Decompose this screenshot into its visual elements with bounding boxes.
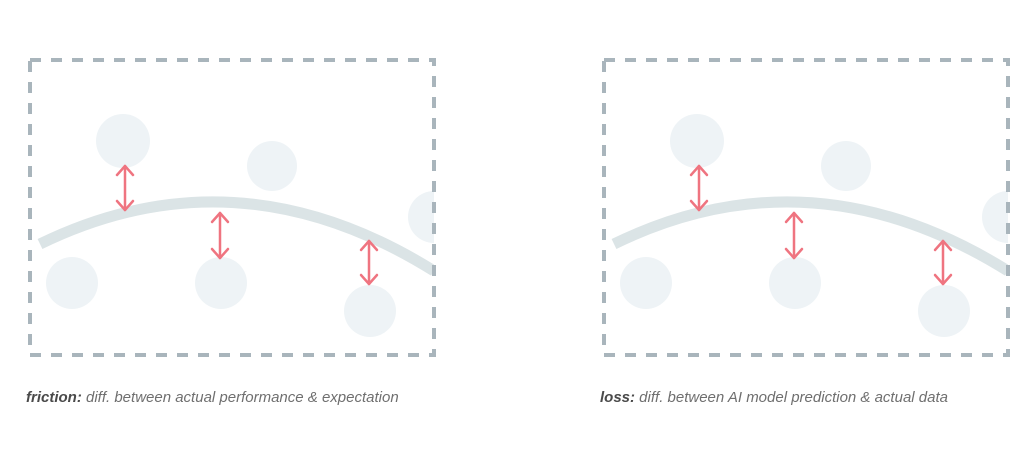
data-point	[982, 191, 1008, 243]
data-point	[344, 285, 396, 337]
data-point	[821, 141, 871, 191]
caption-text: diff. between AI model prediction & actu…	[635, 389, 948, 406]
loss-diagram: loss: diff. between AI model prediction …	[574, 0, 1024, 460]
data-point	[620, 257, 672, 309]
data-point	[918, 285, 970, 337]
gap-arrow	[359, 239, 379, 286]
data-point	[247, 141, 297, 191]
friction-illustration	[28, 58, 436, 357]
data-point	[408, 191, 434, 243]
gap-arrow	[115, 164, 135, 212]
loss-caption: loss: diff. between AI model prediction …	[600, 384, 1000, 411]
model-curve	[37, 196, 434, 276]
friction-diagram: friction: diff. between actual performan…	[0, 0, 460, 460]
data-point	[195, 257, 247, 309]
caption-term: friction:	[26, 389, 82, 406]
data-point	[670, 114, 724, 168]
data-point	[46, 257, 98, 309]
data-point	[96, 114, 150, 168]
dashed-frame	[28, 58, 436, 357]
gap-arrow	[933, 239, 953, 286]
gap-arrow	[689, 164, 709, 212]
caption-term: loss:	[600, 389, 636, 406]
gap-arrow	[210, 211, 230, 260]
gap-arrow	[784, 211, 804, 260]
loss-illustration	[602, 58, 1010, 357]
model-curve	[611, 196, 1008, 276]
caption-text: diff. between actual performance & expec…	[81, 389, 399, 406]
dashed-frame	[602, 58, 1010, 357]
friction-caption: friction: diff. between actual performan…	[26, 384, 426, 411]
data-point	[769, 257, 821, 309]
